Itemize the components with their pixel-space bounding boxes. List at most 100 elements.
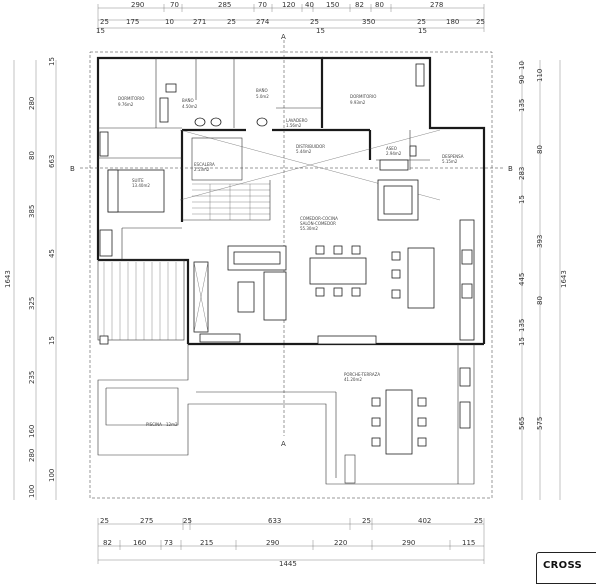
dim-bottom2-7: 290 (402, 539, 415, 547)
dim-right-4: 80 (536, 145, 544, 154)
room-labels: DORMITORIO 9.76m2 BAÑO 4.50m2 BAÑO 5.0m2… (118, 88, 464, 427)
section-mark-b-left: B (70, 165, 75, 173)
dim-bottom-1: 25 (100, 517, 109, 525)
dim-bottom-4: 633 (268, 517, 281, 525)
section-mark-a-top: A (281, 33, 286, 41)
section-mark-b-right: B (508, 165, 513, 173)
dim-top-9: 80 (375, 1, 384, 9)
room-bath2-name: BAÑO (256, 88, 268, 93)
room-living-line2: SALÓN-COMEDOR (300, 221, 336, 226)
room-storage-name: DESPENSA (442, 154, 464, 159)
room-bath1-area: 4.50m2 (182, 104, 198, 109)
dining-table-icon (309, 257, 367, 285)
coffee-table-icon (237, 281, 255, 313)
dim-left-mid-2: 15 (48, 57, 56, 66)
dim-top-6: 40 (305, 1, 314, 9)
sink-icon (210, 117, 222, 127)
room-terrace-area: 41.20m2 (344, 377, 362, 382)
room-pool-area: 12m2 (166, 422, 178, 427)
pool-hatch (97, 259, 185, 345)
dim-top2-2: 175 (126, 18, 139, 26)
dim-top2-1: 25 (100, 18, 109, 26)
dim-top-4: 70 (258, 1, 267, 9)
dim-bottom-7: 25 (474, 517, 483, 525)
dim-left-total: 1643 (4, 270, 12, 288)
room-bedroom2-area: 9.93m2 (350, 100, 366, 105)
terrace-table-icon (385, 389, 413, 455)
tv-unit-icon (317, 335, 377, 345)
room-wc-area: 2.94m2 (386, 151, 402, 156)
left-dimensions: 1643 280 80 385 325 235 160 280 100 100 … (4, 57, 57, 500)
room-laundry-area: 1.56m2 (286, 123, 302, 128)
dim-top2-11: 25 (476, 18, 485, 26)
dim-left-1: 280 (28, 97, 36, 110)
room-bedroom2-name: DORMITORIO (350, 94, 376, 99)
dim-right-small-4: 15 (518, 337, 526, 346)
dim-left-mid-1: 663 (48, 155, 56, 168)
dim-top3-1: 15 (96, 27, 105, 35)
kitchen-counter-icon (459, 219, 475, 341)
dim-top-1: 290 (131, 1, 144, 9)
room-bedroom1-area: 9.76m2 (118, 102, 134, 107)
right-dimensions: 110 135 283 80 393 445 80 135 565 575 90… (518, 60, 568, 500)
dim-right-5: 393 (536, 235, 544, 248)
dim-top2-10: 180 (446, 18, 459, 26)
dim-bottom2-1: 82 (103, 539, 112, 547)
bottom-dimensions: 25 275 25 633 25 402 25 82 160 73 215 29… (97, 517, 485, 568)
dim-bottom2-3: 73 (164, 539, 173, 547)
dim-bottom2-2: 160 (133, 539, 146, 547)
dim-top-8: 82 (355, 1, 364, 9)
dim-bottom2-6: 220 (334, 539, 347, 547)
dim-top-2: 70 (170, 1, 179, 9)
plot-boundary (89, 51, 493, 499)
dim-bottom-2: 275 (140, 517, 153, 525)
room-stair-name: ESCALERA (194, 162, 215, 167)
dim-top-7: 150 (326, 1, 339, 9)
terrace-outline (97, 344, 475, 485)
dim-top3-3: 15 (418, 27, 427, 35)
dim-bottom-6: 402 (418, 517, 431, 525)
dim-top2-7: 25 (310, 18, 319, 26)
dim-left-mid-3: 45 (48, 249, 56, 258)
dim-bottom-5: 25 (362, 517, 371, 525)
dim-bottom2-8: 115 (462, 539, 475, 547)
kitchen-island-icon (407, 247, 435, 309)
dim-top-5: 120 (282, 1, 295, 9)
dim-top-3: 285 (218, 1, 231, 9)
dim-top2-4: 271 (193, 18, 206, 26)
dim-right-2: 135 (518, 99, 526, 112)
room-suite-name: SUITE (132, 178, 144, 183)
room-living-area: 55.30m2 (300, 226, 318, 231)
dim-right-9: 565 (518, 417, 526, 430)
dim-top-10: 278 (430, 1, 443, 9)
section-mark-a-bottom: A (281, 440, 286, 448)
dim-right-total: 1643 (560, 270, 568, 288)
furniture (99, 63, 475, 455)
dim-left-mid-4: 15 (48, 336, 56, 345)
dim-right-small-2: 10 (518, 61, 526, 70)
room-living-name: COMEDOR-COCINA (300, 216, 338, 221)
room-stair-area: 2.53m2 (194, 167, 210, 172)
dim-right-1: 110 (536, 69, 544, 82)
exterior-walls (96, 56, 486, 346)
top-dimensions: 290 70 285 70 120 40 150 82 80 278 25 17… (96, 1, 485, 35)
dim-top2-6: 274 (256, 18, 270, 26)
dim-bottom2-4: 215 (200, 539, 213, 547)
dim-top2-3: 10 (165, 18, 174, 26)
dim-right-7: 80 (536, 296, 544, 305)
dim-bottom-3: 25 (183, 517, 192, 525)
dim-bottom-total: 1445 (279, 560, 297, 568)
dim-left-2: 80 (28, 151, 36, 160)
room-bath1-name: BAÑO (182, 98, 194, 103)
dim-top3-2: 15 (316, 27, 325, 35)
dim-left-7: 280 (28, 449, 36, 462)
toilet-icon (194, 117, 206, 127)
dim-bottom2-5: 290 (266, 539, 279, 547)
dim-right-3: 283 (518, 167, 526, 180)
room-suite-area: 13.40m2 (132, 183, 150, 188)
room-bath2-area: 5.0m2 (256, 94, 269, 99)
room-hall-area: 5.44m2 (296, 149, 312, 154)
dim-left-5: 235 (28, 371, 36, 384)
room-storage-area: 5.15m2 (442, 159, 458, 164)
